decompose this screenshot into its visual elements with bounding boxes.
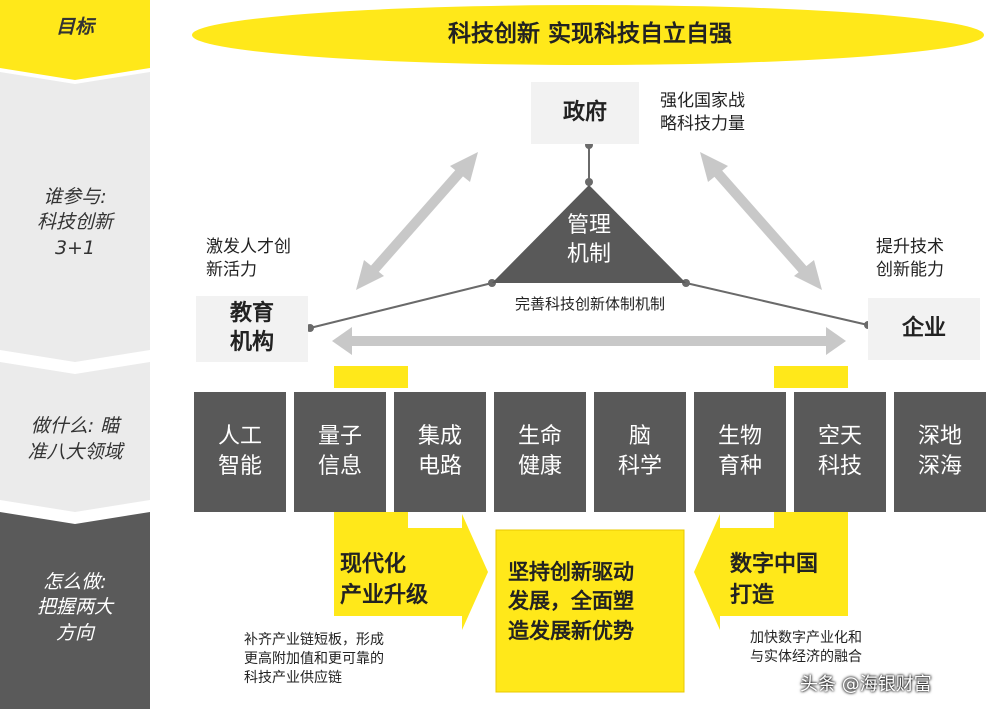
management-caption: 完善科技创新体制机制: [514, 295, 665, 313]
field-quantum: 量子信息: [294, 392, 386, 512]
highlight-tab-right: [774, 366, 848, 388]
field-ic: 集成电路: [394, 392, 486, 512]
row-label-goal: 目标: [55, 16, 94, 39]
how-chevron: [0, 512, 150, 709]
row-label-what: 做什么: 瞄准八大领域: [27, 415, 123, 463]
right-direction-arrow: [694, 512, 848, 630]
diagram-title: 科技创新 实现科技自立自强: [447, 21, 732, 47]
left-column-chevrons: [0, 0, 150, 709]
row-label-how: 怎么做:把握两大方向: [36, 570, 113, 644]
left-arrow-label: 现代化产业升级: [340, 552, 429, 608]
right-arrow-label: 数字中国打造: [730, 552, 819, 608]
management-triangle: [492, 185, 686, 283]
center-strategy-text: 坚持创新驱动发展，全面塑造发展新优势: [508, 560, 634, 643]
goal-chevron: [0, 0, 150, 80]
field-brain: 脑科学: [594, 392, 686, 512]
field-aerospace: 空天科技: [794, 392, 886, 512]
field-bio-breeding: 生物育种: [694, 392, 786, 512]
government-box: 政府: [531, 82, 639, 144]
center-strategy-box: [495, 529, 685, 693]
education-box: 教育机构: [196, 296, 308, 362]
field-deep-earth-sea: 深地深海: [894, 392, 986, 512]
management-label: 管理机制: [566, 213, 611, 267]
watermark: 头条 @海银财富: [800, 674, 932, 695]
field-ai: 人工智能: [194, 392, 286, 512]
field-life-health: 生命健康: [494, 392, 586, 512]
left-direction-arrow: [334, 512, 488, 630]
education-note: 激发人才创新活力: [206, 237, 291, 280]
who-chevron: [0, 72, 150, 362]
left-arrow-note: 补齐产业链短板，形成更高附加值和更可靠的科技产业供应链: [244, 632, 384, 686]
right-arrow-note: 加快数字产业化和与实体经济的融合: [750, 630, 862, 665]
highlight-tab-left: [334, 366, 408, 388]
enterprise-note: 提升技术创新能力: [876, 237, 944, 280]
title-ellipse: [192, 5, 984, 65]
government-note: 强化国家战略科技力量: [660, 91, 745, 134]
enterprise-box: 企业: [868, 298, 980, 360]
what-chevron: [0, 362, 150, 512]
